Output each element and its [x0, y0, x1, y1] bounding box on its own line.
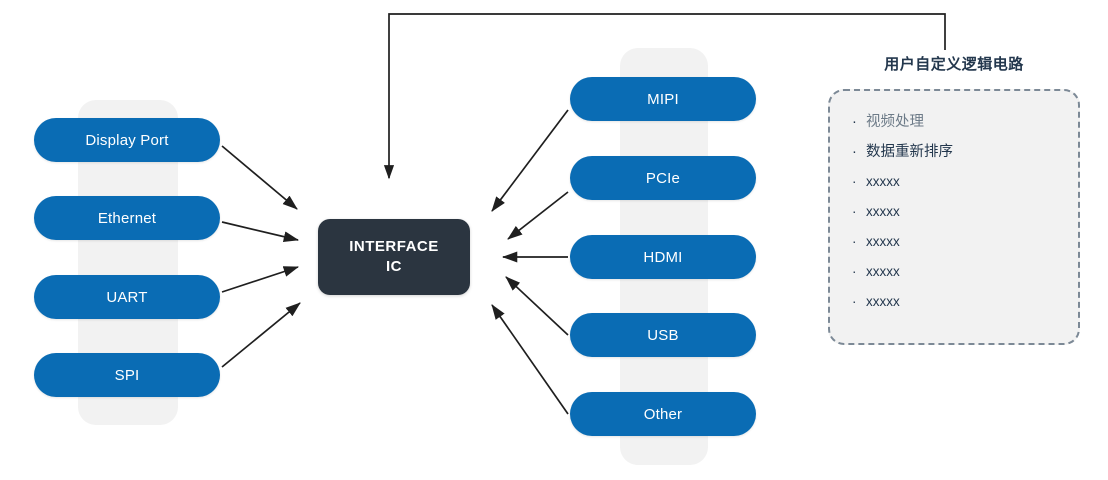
interface-ic-block[interactable]: INTERFACE IC — [318, 219, 470, 295]
bullet-icon: · — [852, 294, 857, 309]
arrow-spi-to-ic — [221, 302, 301, 368]
custom-logic-item: · xxxxx — [852, 257, 1078, 287]
port-pill-ethernet[interactable]: Ethernet — [34, 196, 220, 240]
bullet-icon: · — [852, 144, 857, 160]
custom-logic-item: · xxxxx — [852, 167, 1078, 197]
arrow-other-to-ic — [491, 304, 569, 415]
interface-ic-line-1: INTERFACE — [349, 238, 439, 255]
interface-ic-line-2: IC — [386, 258, 402, 275]
custom-logic-item: · xxxxx — [852, 227, 1078, 257]
port-pill-mipi[interactable]: MIPI — [570, 77, 756, 121]
arrow-usb-to-ic — [505, 276, 569, 336]
custom-logic-item: · xxxxx — [852, 287, 1078, 317]
bullet-icon: · — [852, 234, 857, 249]
port-pill-spi[interactable]: SPI — [34, 353, 220, 397]
port-pill-label: Ethernet — [97, 209, 157, 227]
arrow-uart-to-ic — [221, 266, 299, 293]
custom-logic-item: · 视频处理 — [852, 107, 1078, 137]
port-pill-other[interactable]: Other — [570, 392, 756, 436]
custom-logic-item: · xxxxx — [852, 197, 1078, 227]
port-pill-label: HDMI — [643, 248, 683, 266]
custom-logic-item-label: xxxxx — [866, 294, 900, 309]
custom-logic-item-label: xxxxx — [866, 234, 900, 249]
port-pill-uart[interactable]: UART — [34, 275, 220, 319]
custom-logic-item-label: xxxxx — [866, 174, 900, 189]
custom-logic-item-label: xxxxx — [866, 264, 900, 279]
port-pill-label: SPI — [114, 366, 140, 384]
custom-logic-title: 用户自定义逻辑电路 — [884, 56, 1024, 73]
arrow-mipi-to-ic — [491, 109, 569, 212]
port-pill-hdmi[interactable]: HDMI — [570, 235, 756, 279]
port-pill-label: MIPI — [647, 90, 679, 108]
arrow-display-port-to-ic — [221, 145, 298, 210]
port-pill-label: UART — [106, 288, 148, 306]
custom-logic-item: · 数据重新排序 — [852, 137, 1078, 167]
port-pill-pcie[interactable]: PCIe — [570, 156, 756, 200]
port-pill-label: Other — [643, 405, 683, 423]
bullet-icon: · — [852, 204, 857, 219]
bullet-icon: · — [852, 114, 857, 130]
bullet-icon: · — [852, 264, 857, 279]
custom-logic-item-label: 视频处理 — [866, 114, 924, 130]
bullet-icon: · — [852, 174, 857, 189]
custom-logic-panel: · 视频处理 · 数据重新排序 · xxxxx · xxxxx · xxxxx · xxxx… — [828, 89, 1080, 345]
port-pill-label: Display Port — [85, 131, 169, 149]
arrow-pcie-to-ic — [507, 191, 569, 240]
custom-logic-item-label: xxxxx — [866, 204, 900, 219]
custom-logic-item-label: 数据重新排序 — [866, 144, 953, 160]
port-pill-label: USB — [647, 326, 679, 344]
arrow-ethernet-to-ic — [221, 221, 299, 243]
port-pill-usb[interactable]: USB — [570, 313, 756, 357]
port-pill-label: PCIe — [645, 169, 681, 187]
port-pill-display-port[interactable]: Display Port — [34, 118, 220, 162]
